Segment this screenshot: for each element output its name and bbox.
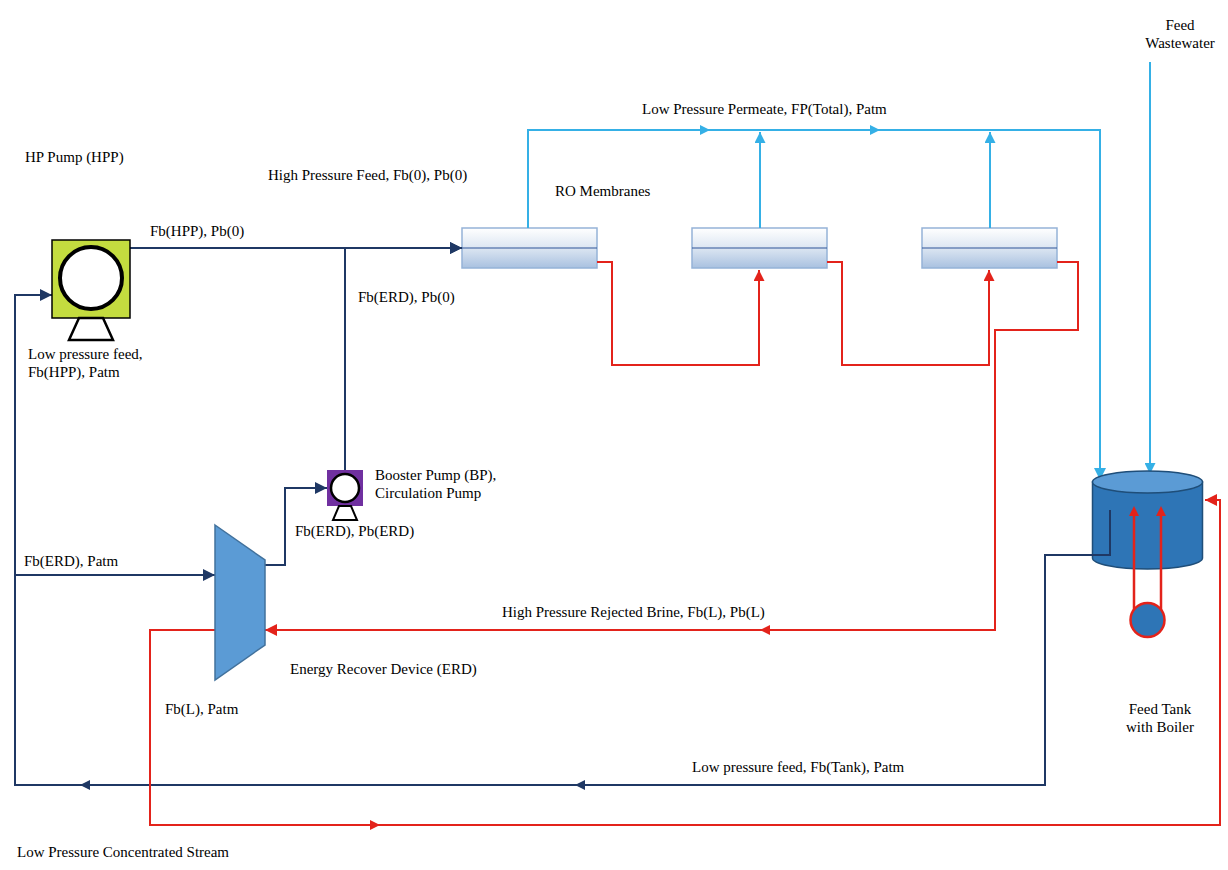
- wastewater-inlet: [1149, 62, 1151, 474]
- ro-membrane-train: RO Membranes: [462, 228, 1057, 268]
- node-label: RO Membranes: [555, 182, 650, 200]
- edge-label: High Pressure Rejected Brine, Fb(L), Pb(…: [500, 603, 767, 621]
- concentrate-return-line: [150, 500, 1220, 825]
- ro-membrane-module: [462, 228, 597, 268]
- flow-label: Fb(HPP), Pb(0): [150, 222, 244, 240]
- energy-recovery-device: Energy Recover Device (ERD): [215, 525, 265, 680]
- brine-line: [827, 262, 989, 365]
- permeate-line: [528, 130, 1100, 480]
- flow-label: High Pressure Feed, Fb(0), Pb(0): [268, 166, 467, 184]
- tank-feed-line: [15, 295, 1090, 785]
- node-label: HP Pump (HPP): [25, 148, 124, 166]
- flow-label: Low pressure feed, Fb(HPP), Patm: [28, 345, 178, 381]
- feed-tank: Feed Tank with Boiler: [1090, 470, 1205, 570]
- feed-tank-shape: [1090, 470, 1205, 570]
- edge-label: Low pressure feed, Fb(Tank), Patm: [690, 758, 906, 776]
- node-label: Energy Recover Device (ERD): [290, 660, 477, 678]
- flow-label: Fb(ERD), Pb(0): [358, 288, 455, 306]
- high-pressure-pump-shape: [52, 240, 130, 318]
- booster-feed-line: [345, 248, 462, 470]
- node-label: Feed Tank with Boiler: [1120, 700, 1200, 736]
- booster-pump-shape: [327, 470, 363, 506]
- flow-label: Fb(ERD), Pb(ERD): [295, 522, 414, 540]
- ro-membrane-module: [922, 228, 1057, 268]
- energy-recovery-device-shape: [215, 525, 265, 680]
- rejected-brine-line: [265, 262, 1078, 630]
- node-label: Booster Pump (BP), Circulation Pump: [375, 466, 525, 502]
- edge-label: Low Pressure Permeate, FP(Total), Patm: [640, 100, 889, 118]
- permeate-line: [989, 132, 991, 228]
- ro-membrane-train-shape: [462, 228, 1057, 268]
- permeate-line: [759, 132, 761, 228]
- flow-arrow: [80, 125, 880, 830]
- high-pressure-pump: HP Pump (HPP): [52, 240, 130, 318]
- brine-line: [597, 262, 759, 365]
- flow-label: Feed Wastewater: [1138, 16, 1222, 52]
- booster-pump: Booster Pump (BP), Circulation Pump: [327, 470, 363, 506]
- ro-membrane-module: [692, 228, 827, 268]
- edge-label: Low Pressure Concentrated Stream: [15, 843, 231, 861]
- flow-label: Fb(L), Patm: [165, 700, 238, 718]
- erd-feed-line: [15, 555, 1090, 785]
- edge-label: Fb(ERD), Patm: [22, 552, 120, 570]
